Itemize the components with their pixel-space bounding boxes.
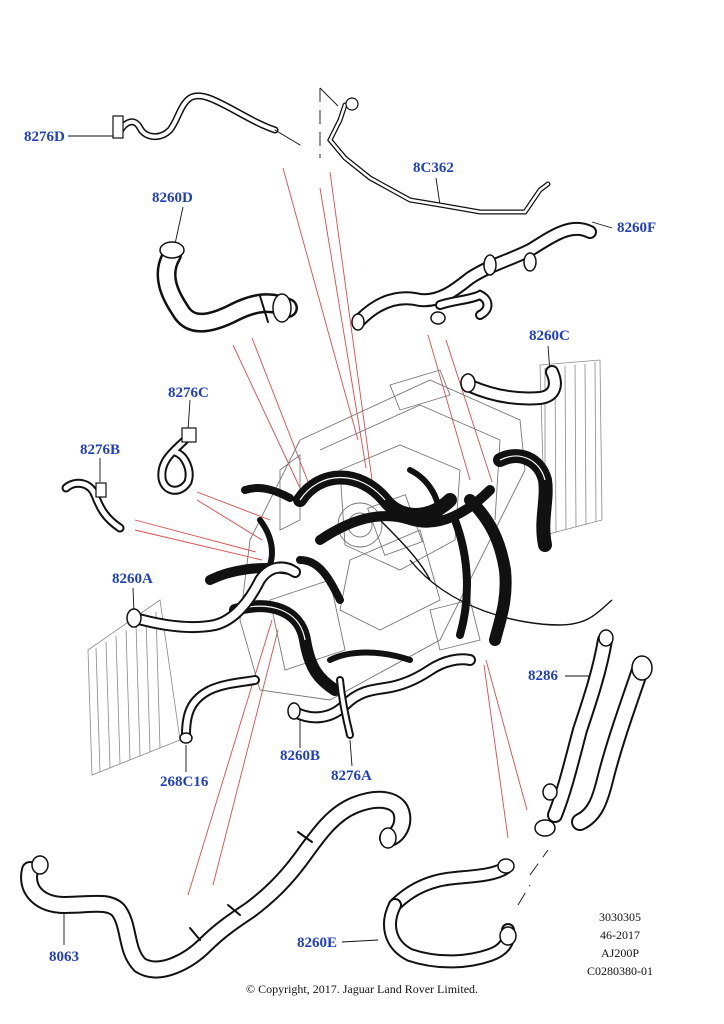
reference-line-4: C0280380-01 <box>587 964 653 978</box>
part-8260B-hose <box>287 653 476 724</box>
label-8276B: 8276B <box>80 442 121 458</box>
label-8276A: 8276A <box>331 768 372 784</box>
part-8276B-tube <box>61 478 125 533</box>
label-8260A: 8260A <box>112 571 153 587</box>
engine-block <box>239 369 526 701</box>
dashed-centre-lines <box>319 88 549 906</box>
part-268C16-pipe <box>179 675 260 744</box>
engine-wiring <box>379 519 613 626</box>
label-8260B: 8260B <box>280 748 321 764</box>
label-8286: 8286 <box>528 668 558 684</box>
label-8276C: 8276C <box>168 385 209 401</box>
label-8063: 8063 <box>49 949 79 965</box>
part-8286-assembly <box>534 629 653 837</box>
part-8260A-hose <box>126 561 301 634</box>
pointer-lines <box>63 135 613 945</box>
part-8276A-tube <box>336 676 354 739</box>
label-8260C: 8260C <box>529 328 570 344</box>
part-8260D-hose <box>156 241 298 333</box>
reference-line-3: AJ200P <box>600 946 639 960</box>
label-8276D: 8276D <box>24 129 65 145</box>
reference-block: 3030305 46-2017 AJ200P C0280380-01 <box>578 908 662 980</box>
part-8C362-pipe <box>327 97 551 215</box>
part-8276D-tube <box>112 92 301 146</box>
label-8260E: 8260E <box>297 935 338 951</box>
label-8260F: 8260F <box>617 220 657 236</box>
copyright-notice: © Copyright, 2017. Jaguar Land Rover Lim… <box>245 982 479 996</box>
part-8260C-hose <box>460 365 562 406</box>
reference-line-1: 3030305 <box>599 910 641 924</box>
part-8260F-hose <box>351 221 597 331</box>
part-8276C-tube <box>157 427 197 495</box>
part-8063-hose <box>20 790 412 979</box>
reference-line-2: 46-2017 <box>600 928 640 942</box>
part-8260E-hose <box>383 858 517 969</box>
label-268C16: 268C16 <box>160 774 209 790</box>
leader-lines <box>134 167 528 896</box>
label-8C362: 8C362 <box>413 160 454 176</box>
label-8260D: 8260D <box>152 190 193 206</box>
